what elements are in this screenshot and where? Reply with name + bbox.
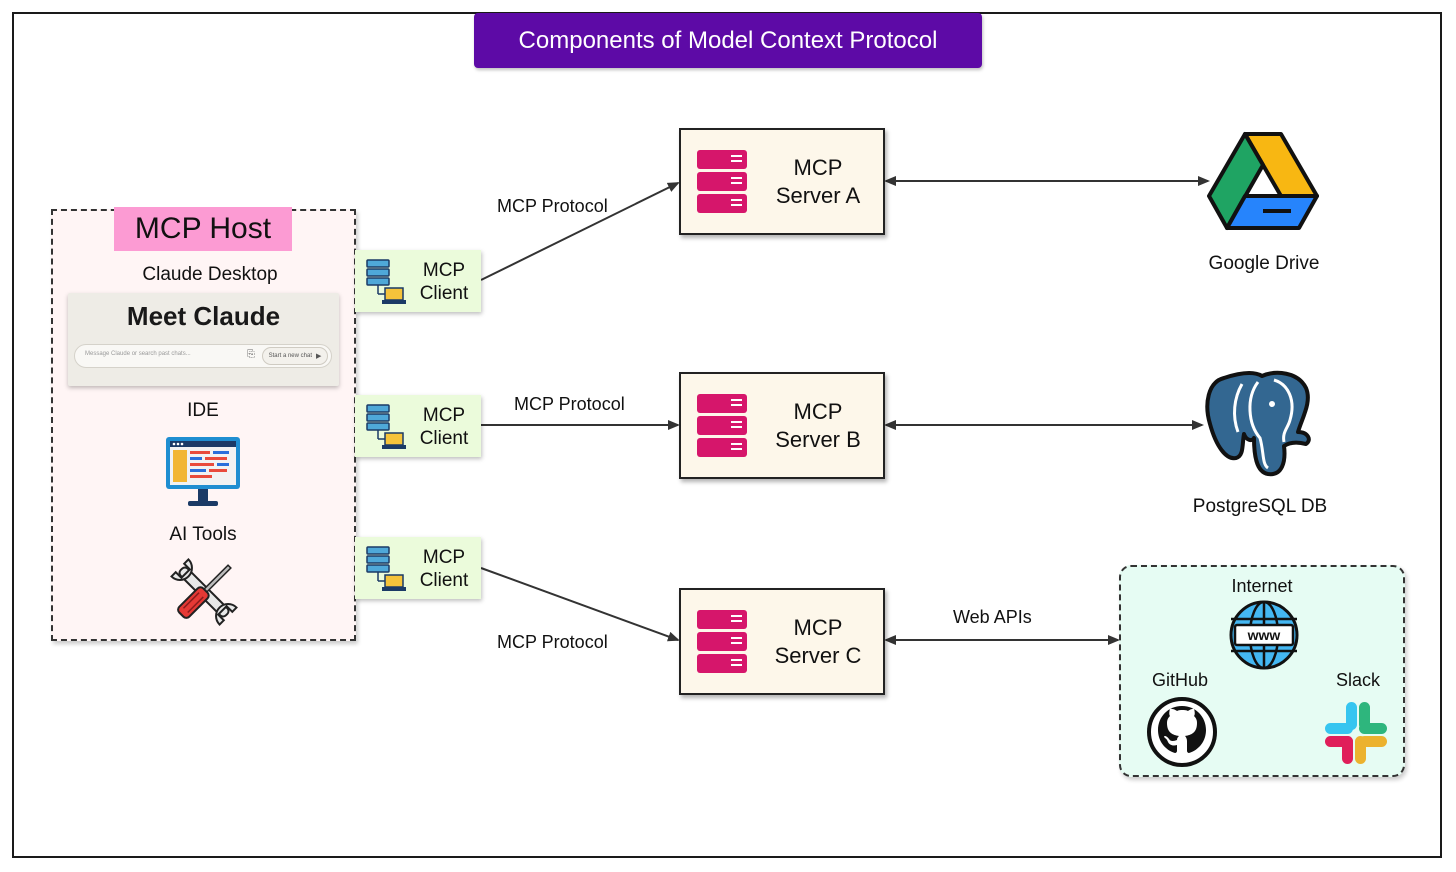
- slack-logo-icon: [1325, 702, 1387, 764]
- claude-search-box: Message Claude or search past chats... ⎘…: [74, 344, 332, 368]
- protocol-label-1: MCP Protocol: [497, 196, 608, 216]
- protocol-label-3: MCP Protocol: [497, 632, 608, 652]
- client-1-line1: MCP: [422, 260, 466, 281]
- globe-www-icon: www: [1229, 600, 1299, 670]
- ide-label: IDE: [187, 400, 219, 421]
- svg-text:www: www: [1247, 627, 1281, 643]
- server-laptop-icon: [366, 404, 406, 449]
- ide-monitor-icon: [166, 437, 240, 506]
- client-1-line2: Client: [419, 283, 469, 304]
- mcp-host-container: [51, 209, 356, 641]
- google-drive-label: Google Drive: [1208, 253, 1320, 274]
- internet-label: Internet: [1231, 576, 1293, 596]
- diagram-title: Components of Model Context Protocol: [474, 13, 982, 68]
- arrow-client3-serverC: [480, 567, 680, 642]
- server-c-line1: MCP: [793, 615, 843, 640]
- slack-label: Slack: [1335, 670, 1380, 690]
- client-2-line2: Client: [419, 428, 469, 449]
- postgresql-elephant-icon: [1205, 370, 1311, 477]
- server-laptop-icon: [366, 259, 406, 304]
- server-a-line2: Server A: [775, 183, 861, 208]
- github-label: GitHub: [1151, 670, 1209, 690]
- claude-search-placeholder: Message Claude or search past chats...: [85, 351, 191, 357]
- server-b-line2: Server B: [775, 427, 861, 452]
- paperclip-icon: ⎘: [247, 349, 255, 360]
- postgresql-label: PostgreSQL DB: [1192, 496, 1328, 517]
- claude-new-chat-button: Start a new chat ▶: [262, 347, 328, 365]
- tools-icon: [170, 558, 238, 626]
- mcp-host-label: MCP Host: [114, 207, 292, 251]
- server-c-line2: Server C: [774, 643, 862, 668]
- protocol-label-2: MCP Protocol: [514, 394, 625, 414]
- server-rack-icon: [697, 610, 747, 673]
- mcp-server-b: MCP Server B: [679, 372, 885, 479]
- github-logo-icon: [1147, 697, 1217, 767]
- client-3-line2: Client: [419, 570, 469, 591]
- mcp-client-3: MCP Client: [355, 537, 481, 599]
- arrow-client1-serverA: [480, 182, 680, 281]
- claude-new-chat-label: Start a new chat: [268, 353, 312, 359]
- mcp-server-c: MCP Server C: [679, 588, 885, 695]
- web-apis-label: Web APIs: [953, 607, 1032, 627]
- mcp-client-2: MCP Client: [355, 395, 481, 457]
- client-3-line1: MCP: [422, 547, 466, 568]
- client-2-line1: MCP: [422, 405, 466, 426]
- server-rack-icon: [697, 394, 747, 457]
- server-rack-icon: [697, 150, 747, 213]
- claude-heading: Meet Claude: [126, 301, 281, 331]
- claude-desktop-screenshot: Meet Claude Message Claude or search pas…: [68, 293, 339, 386]
- claude-desktop-label: Claude Desktop: [142, 264, 278, 285]
- server-a-line1: MCP: [793, 155, 843, 180]
- mcp-server-a: MCP Server A: [679, 128, 885, 235]
- google-drive-icon: [1207, 132, 1319, 230]
- server-laptop-icon: [366, 546, 406, 591]
- mcp-client-1: MCP Client: [355, 250, 481, 312]
- arrow-right-icon: ▶: [315, 353, 322, 360]
- ai-tools-label: AI Tools: [169, 524, 237, 545]
- server-b-line1: MCP: [793, 399, 843, 424]
